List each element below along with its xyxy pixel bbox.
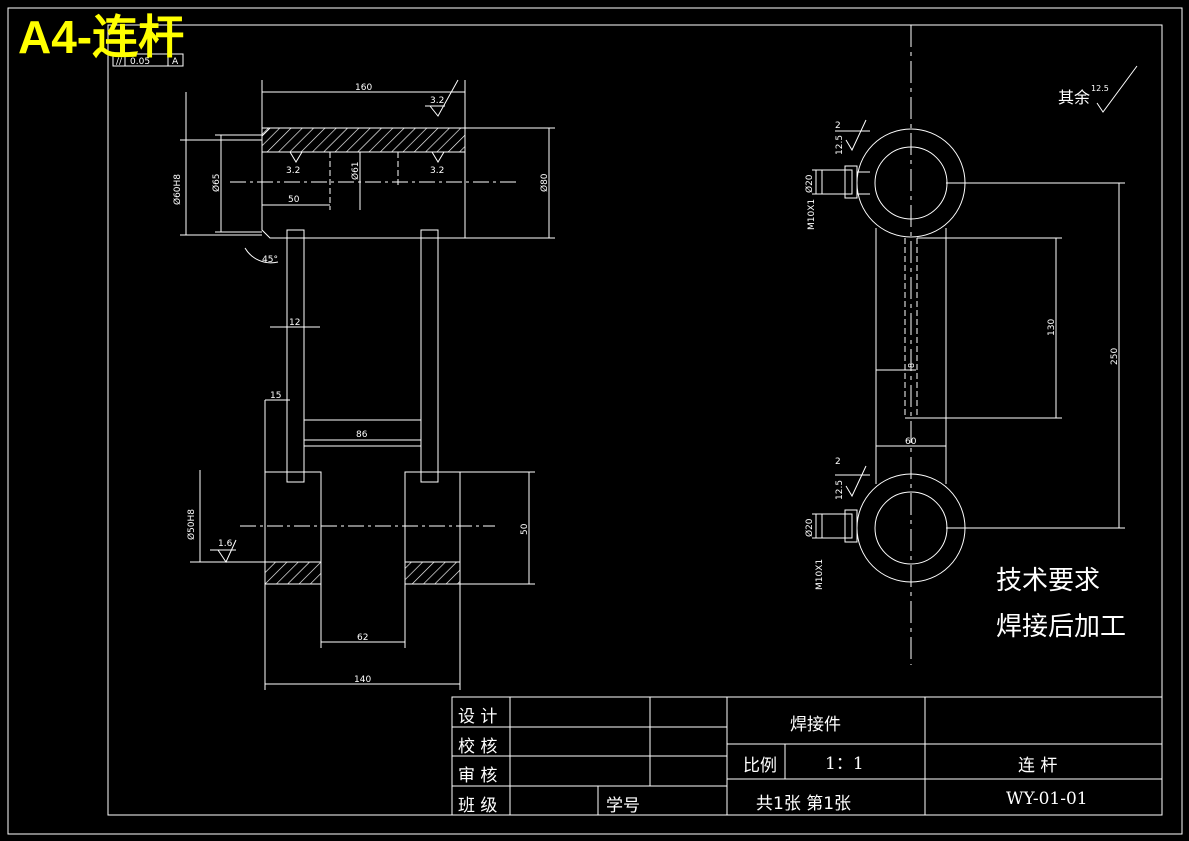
dim-50-height: 50 bbox=[520, 523, 530, 535]
dim-160: 160 bbox=[355, 83, 372, 93]
tb-part-name: 连 杆 bbox=[1018, 756, 1058, 776]
dim-bore-fit: Ø60H8 bbox=[172, 174, 183, 205]
dim-top-thread: M10X1 bbox=[807, 199, 817, 230]
rough-lower: 1.6 bbox=[218, 539, 233, 549]
tb-check-label: 校 核 bbox=[458, 737, 498, 757]
tolerance-datum: A bbox=[172, 57, 179, 67]
tb-review-label: 审 核 bbox=[458, 766, 498, 786]
tb-class-label: 班 级 bbox=[458, 796, 498, 816]
tech-requirements-line1: 焊接后加工 bbox=[996, 612, 1127, 642]
tech-requirements-title: 技术要求 bbox=[996, 566, 1101, 596]
tb-scale-label: 比例 bbox=[743, 756, 777, 776]
web-right bbox=[420, 229, 439, 483]
rough-other-value: 12.5 bbox=[1091, 84, 1109, 93]
front-view bbox=[180, 79, 555, 690]
tolerance-value: 0.05 bbox=[130, 57, 150, 67]
rough-top: 3.2 bbox=[430, 96, 444, 106]
outer-border bbox=[7, 7, 1183, 835]
dim-60: 60 bbox=[905, 437, 917, 447]
cross-bar bbox=[303, 419, 422, 447]
dim-86: 86 bbox=[356, 430, 368, 440]
dim-50-offset: 50 bbox=[288, 195, 300, 205]
dim-62: 62 bbox=[357, 633, 368, 643]
rough-right: 3.2 bbox=[430, 166, 444, 176]
tb-student-id-label: 学号 bbox=[606, 796, 640, 816]
dim-d80: Ø80 bbox=[539, 173, 550, 192]
tb-drawing-number: WY-01-01 bbox=[1006, 789, 1088, 809]
dim-140: 140 bbox=[354, 675, 371, 685]
side-view bbox=[812, 25, 1138, 665]
dim-top-2: 2 bbox=[835, 121, 841, 131]
tolerance-symbol: // bbox=[116, 57, 123, 67]
tb-scale-value: 1：1 bbox=[825, 754, 864, 774]
dim-bot-thread: M10X1 bbox=[815, 559, 825, 590]
dim-12: 12 bbox=[289, 318, 300, 328]
dim-d65: Ø65 bbox=[211, 173, 222, 192]
upper-hatch bbox=[261, 127, 466, 153]
tolerance-frame bbox=[112, 53, 184, 67]
web-left bbox=[286, 229, 305, 483]
dim-d61: Ø61 bbox=[350, 161, 361, 180]
dim-bot-d20: Ø20 bbox=[804, 518, 815, 537]
rough-left: 3.2 bbox=[286, 166, 300, 176]
corner-title: A4-连杆 bbox=[18, 11, 185, 63]
dim-8: 8 bbox=[907, 363, 916, 368]
rough-other-label: 其余 bbox=[1058, 88, 1090, 107]
tb-part-type: 焊接件 bbox=[790, 715, 841, 735]
dim-bot-2: 2 bbox=[835, 457, 841, 467]
rough-bot-12-5: 12.5 bbox=[835, 480, 845, 500]
title-block-grid bbox=[451, 696, 1163, 816]
tb-sheets: 共1张 第1张 bbox=[756, 794, 852, 814]
dim-250: 250 bbox=[1110, 348, 1120, 365]
tb-design-label: 设 计 bbox=[458, 707, 498, 727]
rough-top-12-5: 12.5 bbox=[835, 135, 845, 155]
dim-chamfer: 45° bbox=[262, 255, 278, 265]
dim-top-d20: Ø20 bbox=[804, 174, 815, 193]
dim-15: 15 bbox=[270, 391, 281, 401]
dim-lower-bore-fit: Ø50H8 bbox=[186, 509, 197, 540]
dim-130: 130 bbox=[1047, 319, 1057, 336]
